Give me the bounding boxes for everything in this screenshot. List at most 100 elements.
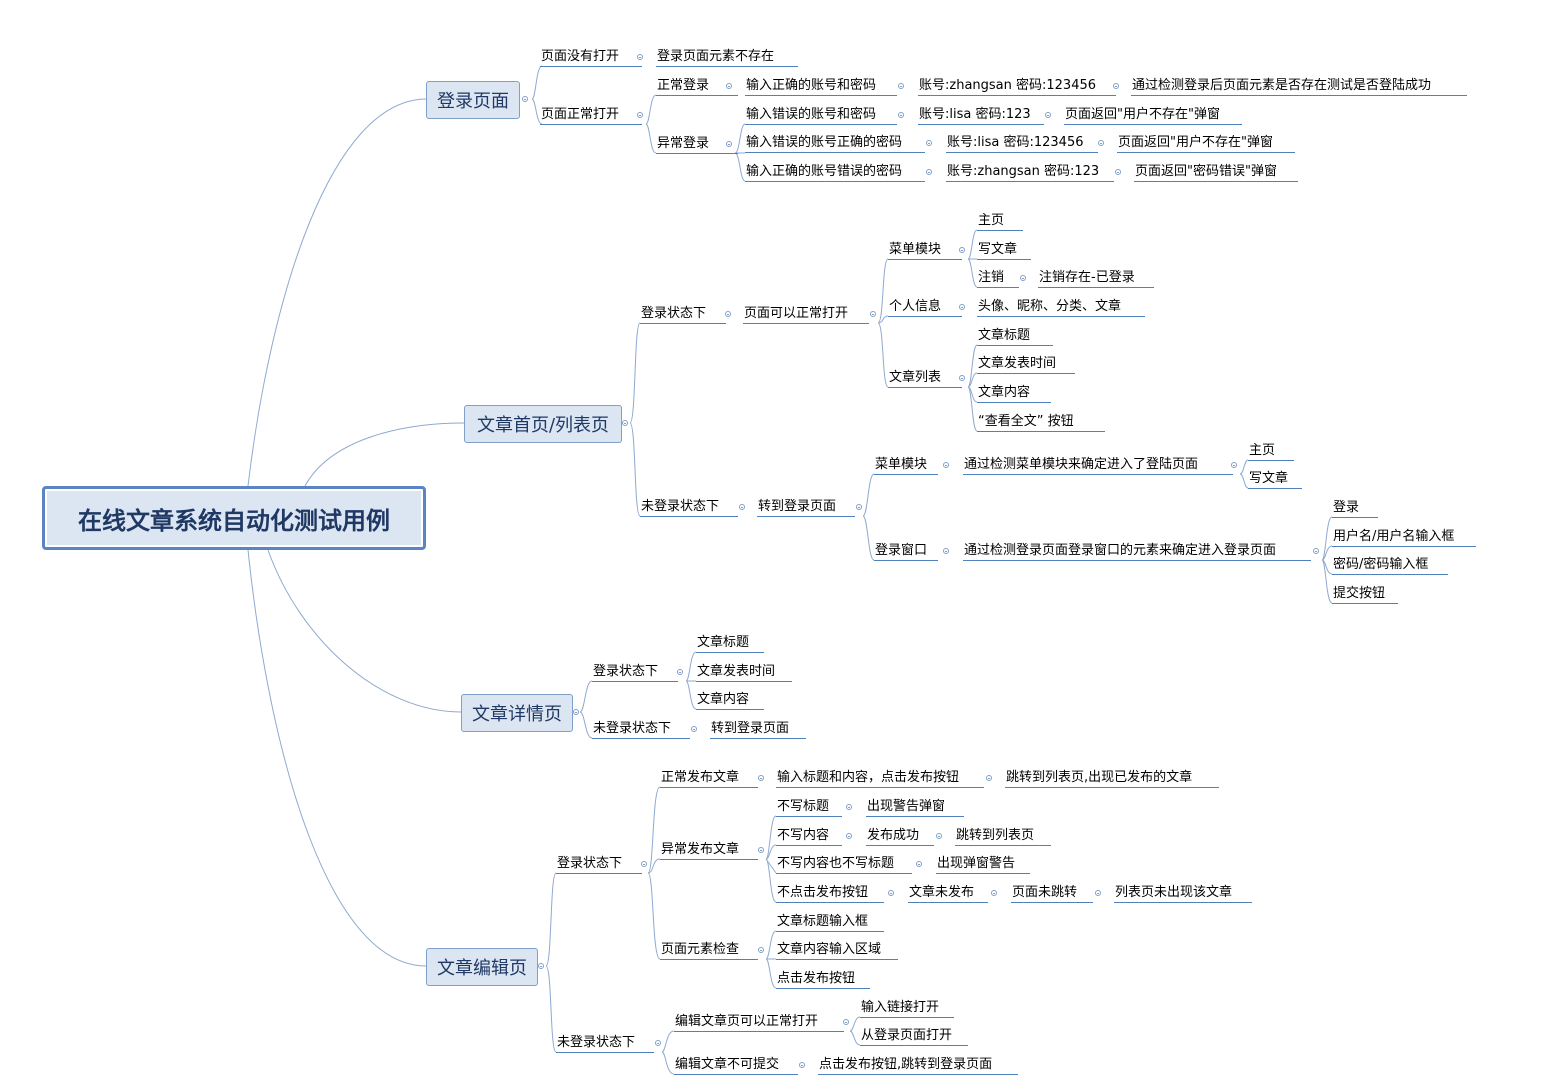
collapse-icon[interactable] (926, 169, 932, 175)
collapse-icon[interactable] (856, 504, 862, 510)
node-open-via-login[interactable]: 从登录页面打开 (860, 1028, 968, 1046)
node-warning-popup[interactable]: 出现警告弹窗 (866, 799, 964, 817)
node-publish-action[interactable]: 输入标题和内容，点击发布按钮 (776, 770, 984, 788)
node-menu-item[interactable]: 写文章 (977, 242, 1031, 260)
node-login-window[interactable]: 登录窗口 (874, 543, 938, 561)
collapse-icon[interactable] (1045, 112, 1051, 118)
node-login-element[interactable]: 密码/密码输入框 (1332, 557, 1448, 575)
collapse-icon[interactable] (1098, 140, 1104, 146)
node-edit-element[interactable]: 文章标题输入框 (776, 914, 884, 932)
collapse-icon[interactable] (943, 548, 949, 554)
collapse-icon[interactable] (677, 669, 683, 675)
node-click-redirect[interactable]: 点击发布按钮,跳转到登录页面 (818, 1057, 1018, 1075)
node-article-field[interactable]: 文章标题 (696, 635, 764, 653)
node-logged-in[interactable]: 登录状态下 (592, 664, 678, 682)
root-topic[interactable]: 在线文章系统自动化测试用例 (42, 486, 426, 550)
collapse-icon[interactable] (959, 304, 965, 310)
node-case-input[interactable]: 输入正确的账号错误的密码 (745, 164, 925, 182)
collapse-icon[interactable] (522, 96, 528, 102)
node-element-check[interactable]: 页面元素检查 (660, 942, 758, 960)
collapse-icon[interactable] (1231, 462, 1237, 468)
node-normal-login[interactable]: 正常登录 (656, 78, 738, 96)
collapse-icon[interactable] (959, 247, 965, 253)
collapse-icon[interactable] (739, 504, 745, 510)
node-article-field[interactable]: “查看全文” 按钮 (977, 414, 1105, 432)
node-popup-warning[interactable]: 出现弹窗警告 (936, 856, 1030, 874)
node-not-in-list[interactable]: 列表页未出现该文章 (1114, 885, 1252, 903)
node-abnormal-login[interactable]: 异常登录 (656, 136, 738, 154)
collapse-icon[interactable] (691, 726, 697, 732)
topic-login-page[interactable]: 登录页面 (426, 81, 520, 119)
node-page-opens-ok[interactable]: 页面可以正常打开 (743, 306, 869, 324)
node-go-list[interactable]: 跳转到列表页 (955, 828, 1051, 846)
node-cred[interactable]: 账号:zhangsan 密码:123456 (918, 78, 1116, 96)
node-login-window-check[interactable]: 通过检测登录页面登录窗口的元素来确定进入登录页面 (963, 543, 1311, 561)
node-abnormal-publish[interactable]: 异常发布文章 (660, 842, 758, 860)
node-normal-publish[interactable]: 正常发布文章 (660, 770, 758, 788)
node-menu-item[interactable]: 写文章 (1248, 471, 1302, 489)
node-menu-check[interactable]: 通过检测菜单模块来确定进入了登陆页面 (963, 457, 1233, 475)
node-no-content[interactable]: 不写内容 (776, 828, 842, 846)
node-menu-module[interactable]: 菜单模块 (874, 457, 938, 475)
node-menu-module[interactable]: 菜单模块 (888, 242, 962, 260)
collapse-icon[interactable] (916, 861, 922, 867)
collapse-icon[interactable] (637, 112, 643, 118)
node-menu-item[interactable]: 主页 (1248, 443, 1294, 461)
collapse-icon[interactable] (898, 112, 904, 118)
node-page-opens[interactable]: 页面正常打开 (540, 107, 642, 125)
collapse-icon[interactable] (959, 375, 965, 381)
collapse-icon[interactable] (573, 709, 579, 715)
node-not-published[interactable]: 文章未发布 (908, 885, 988, 903)
node-case-cred[interactable]: 账号:lisa 密码:123 (918, 107, 1044, 125)
node-article-field[interactable]: 文章内容 (696, 692, 764, 710)
collapse-icon[interactable] (888, 890, 894, 896)
node-logged-out[interactable]: 未登录状态下 (640, 499, 738, 517)
collapse-icon[interactable] (1020, 275, 1026, 281)
topic-article-list[interactable]: 文章首页/列表页 (464, 405, 622, 443)
node-no-content-no-title[interactable]: 不写内容也不写标题 (776, 856, 912, 874)
collapse-icon[interactable] (986, 775, 992, 781)
node-edit-element[interactable]: 点击发布按钮 (776, 971, 870, 989)
node-edit-element[interactable]: 文章内容输入区域 (776, 942, 898, 960)
collapse-icon[interactable] (926, 140, 932, 146)
topic-article-detail[interactable]: 文章详情页 (461, 694, 573, 732)
collapse-icon[interactable] (637, 54, 643, 60)
node-article-field[interactable]: 文章内容 (977, 385, 1051, 403)
collapse-icon[interactable] (1313, 548, 1319, 554)
collapse-icon[interactable] (943, 462, 949, 468)
node-menu-item[interactable]: 主页 (977, 213, 1023, 231)
node-case-result[interactable]: 页面返回"用户不存在"弹窗 (1117, 135, 1295, 153)
node-open-via-link[interactable]: 输入链接打开 (860, 1000, 954, 1018)
node-profile[interactable]: 个人信息 (888, 299, 962, 317)
node-menu-item[interactable]: 注销 (977, 270, 1019, 288)
collapse-icon[interactable] (725, 311, 731, 317)
node-article-field[interactable]: 文章标题 (977, 328, 1053, 346)
node-logout-result[interactable]: 注销存在-已登录 (1038, 270, 1154, 288)
collapse-icon[interactable] (758, 847, 764, 853)
node-article-field[interactable]: 文章发表时间 (696, 664, 792, 682)
node-no-title[interactable]: 不写标题 (776, 799, 842, 817)
collapse-icon[interactable] (870, 311, 876, 317)
node-logged-in[interactable]: 登录状态下 (556, 856, 642, 874)
node-no-click[interactable]: 不点击发布按钮 (776, 885, 884, 903)
node-case-input[interactable]: 输入错误的账号正确的密码 (745, 135, 925, 153)
node-login-element[interactable]: 提交按钮 (1332, 586, 1398, 604)
collapse-icon[interactable] (1113, 83, 1119, 89)
collapse-icon[interactable] (655, 1040, 661, 1046)
collapse-icon[interactable] (799, 1062, 805, 1068)
collapse-icon[interactable] (538, 963, 544, 969)
collapse-icon[interactable] (641, 861, 647, 867)
collapse-icon[interactable] (843, 1019, 849, 1025)
collapse-icon[interactable] (991, 890, 997, 896)
node-logged-in[interactable]: 登录状态下 (640, 306, 726, 324)
node-redirect-login[interactable]: 转到登录页面 (710, 721, 806, 739)
node-case-result[interactable]: 页面返回"密码错误"弹窗 (1134, 164, 1298, 182)
node-logged-out[interactable]: 未登录状态下 (556, 1035, 654, 1053)
collapse-icon[interactable] (758, 775, 764, 781)
node-no-redirect[interactable]: 页面未跳转 (1011, 885, 1093, 903)
node-logged-out[interactable]: 未登录状态下 (592, 721, 690, 739)
node-case-result[interactable]: 页面返回"用户不存在"弹窗 (1064, 107, 1242, 125)
collapse-icon[interactable] (1095, 890, 1101, 896)
node-article-list[interactable]: 文章列表 (888, 370, 962, 388)
node-edit-page-opens[interactable]: 编辑文章页可以正常打开 (674, 1014, 844, 1032)
